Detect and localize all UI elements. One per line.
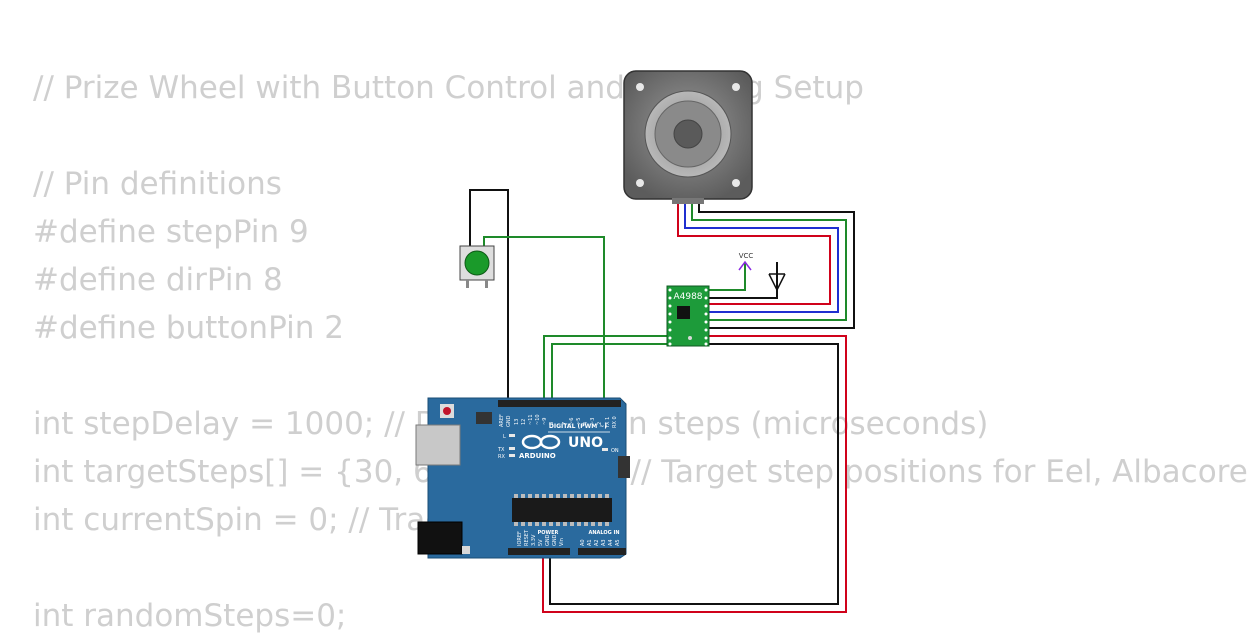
atmega-chip [512, 494, 612, 526]
svg-text:L: L [503, 434, 506, 440]
analog-header [578, 548, 626, 555]
svg-text:RX 0: RX 0 [612, 416, 618, 428]
svg-text:~5: ~5 [576, 418, 582, 425]
button-cap[interactable] [464, 250, 490, 276]
ground-symbol [768, 273, 786, 292]
bottom-pin-labels: IOREF RESET 3.3V 5V GND GND Vin A0 A1 A2… [517, 529, 621, 546]
svg-text:RX: RX [498, 454, 505, 460]
wire-motor-red[interactable] [677, 196, 831, 305]
arduino-logo [521, 434, 561, 450]
svg-text:TX: TX [497, 447, 505, 453]
power-header [508, 548, 570, 555]
icsp-header [476, 412, 492, 424]
arduino-uno[interactable]: AREF GND 13 12 ~11 ~10 ~9 8 7 ~6 ~5 4 ~3… [415, 397, 630, 559]
svg-text:A1: A1 [587, 539, 593, 546]
motor-screw [636, 83, 644, 91]
wire-power-black[interactable] [549, 343, 839, 605]
svg-text:A0: A0 [580, 539, 586, 546]
svg-text:~10: ~10 [535, 414, 541, 425]
digital-header [498, 400, 621, 407]
code-line: // Pin definitions [33, 166, 282, 202]
svg-text:GND: GND [545, 534, 551, 546]
circuit-diagram: VCC A4988 [415, 70, 855, 613]
wire-vcc[interactable] [708, 262, 746, 291]
svg-text:RESET: RESET [524, 529, 530, 546]
svg-text:12: 12 [521, 419, 527, 425]
usb-connector [415, 424, 461, 466]
svg-text:A3: A3 [601, 539, 607, 546]
svg-text:13: 13 [514, 419, 520, 425]
code-line: #define dirPin 8 [33, 262, 283, 298]
svg-text:4: 4 [583, 422, 589, 425]
wire-power-red[interactable] [542, 335, 847, 613]
svg-text:7: 7 [562, 422, 568, 425]
svg-text:8: 8 [549, 422, 555, 425]
motor-screw [732, 83, 740, 91]
svg-text:TX 1: TX 1 [605, 417, 611, 429]
reset-button[interactable] [440, 404, 454, 418]
stepper-motor[interactable] [623, 70, 753, 204]
svg-text:A2: A2 [594, 539, 600, 546]
status-leds: L TX RX ON [497, 434, 619, 460]
svg-text:A5: A5 [615, 539, 621, 546]
code-line: int randomSteps=0; [33, 598, 347, 634]
motor-screw [732, 179, 740, 187]
driver-label: A4988 [673, 292, 702, 302]
wire-motor-black[interactable] [698, 196, 855, 329]
code-line: int targetSteps[] = {30, 60, 90, 120}; /… [33, 454, 1248, 490]
analog-label: ANALOG IN [588, 530, 619, 536]
power-label: POWER [538, 530, 559, 536]
board-brand: ARDUINO [519, 452, 556, 460]
svg-text:AREF: AREF [499, 414, 505, 427]
driver-pins [668, 288, 708, 346]
vcc-label: VCC [739, 252, 754, 260]
svg-text:Vin: Vin [559, 538, 565, 546]
power-jack [417, 521, 463, 555]
icsp-right [618, 456, 630, 478]
svg-text:IOREF: IOREF [517, 531, 523, 546]
a4988-driver[interactable]: A4988 [666, 285, 710, 347]
wire-gnd-symbol[interactable] [708, 262, 778, 299]
wire-dir[interactable] [551, 343, 669, 404]
svg-text:GND: GND [506, 415, 512, 427]
svg-text:2: 2 [597, 422, 603, 425]
wire-motor-green[interactable] [691, 196, 847, 321]
wire-button-pin2[interactable] [483, 236, 605, 404]
digital-pin-labels: AREF GND 13 12 ~11 ~10 ~9 8 7 ~6 ~5 4 ~3… [499, 414, 618, 429]
svg-text:~9: ~9 [542, 418, 548, 425]
svg-text:A4: A4 [608, 539, 614, 546]
svg-text:~3: ~3 [590, 418, 596, 425]
vcc-symbol: VCC [738, 252, 754, 271]
wire-button-gnd[interactable] [469, 189, 509, 404]
svg-text:GND: GND [552, 534, 558, 546]
svg-text:ON: ON [611, 448, 619, 454]
svg-text:~6: ~6 [569, 418, 575, 425]
code-line: #define buttonPin 2 [33, 310, 344, 346]
motor-screw [636, 179, 644, 187]
wire-motor-blue[interactable] [684, 196, 839, 313]
code-line: #define stepPin 9 [33, 214, 309, 250]
wire-step[interactable] [543, 335, 669, 404]
wires [469, 189, 855, 613]
digital-label: DIGITAL (PWM ~) [549, 423, 607, 430]
board-model: UNO [568, 435, 603, 451]
svg-text:~11: ~11 [528, 414, 534, 425]
pushbutton[interactable] [459, 245, 495, 288]
svg-text:3.3V: 3.3V [531, 534, 537, 546]
svg-text:5V: 5V [538, 539, 544, 546]
driver-chip [677, 306, 690, 319]
